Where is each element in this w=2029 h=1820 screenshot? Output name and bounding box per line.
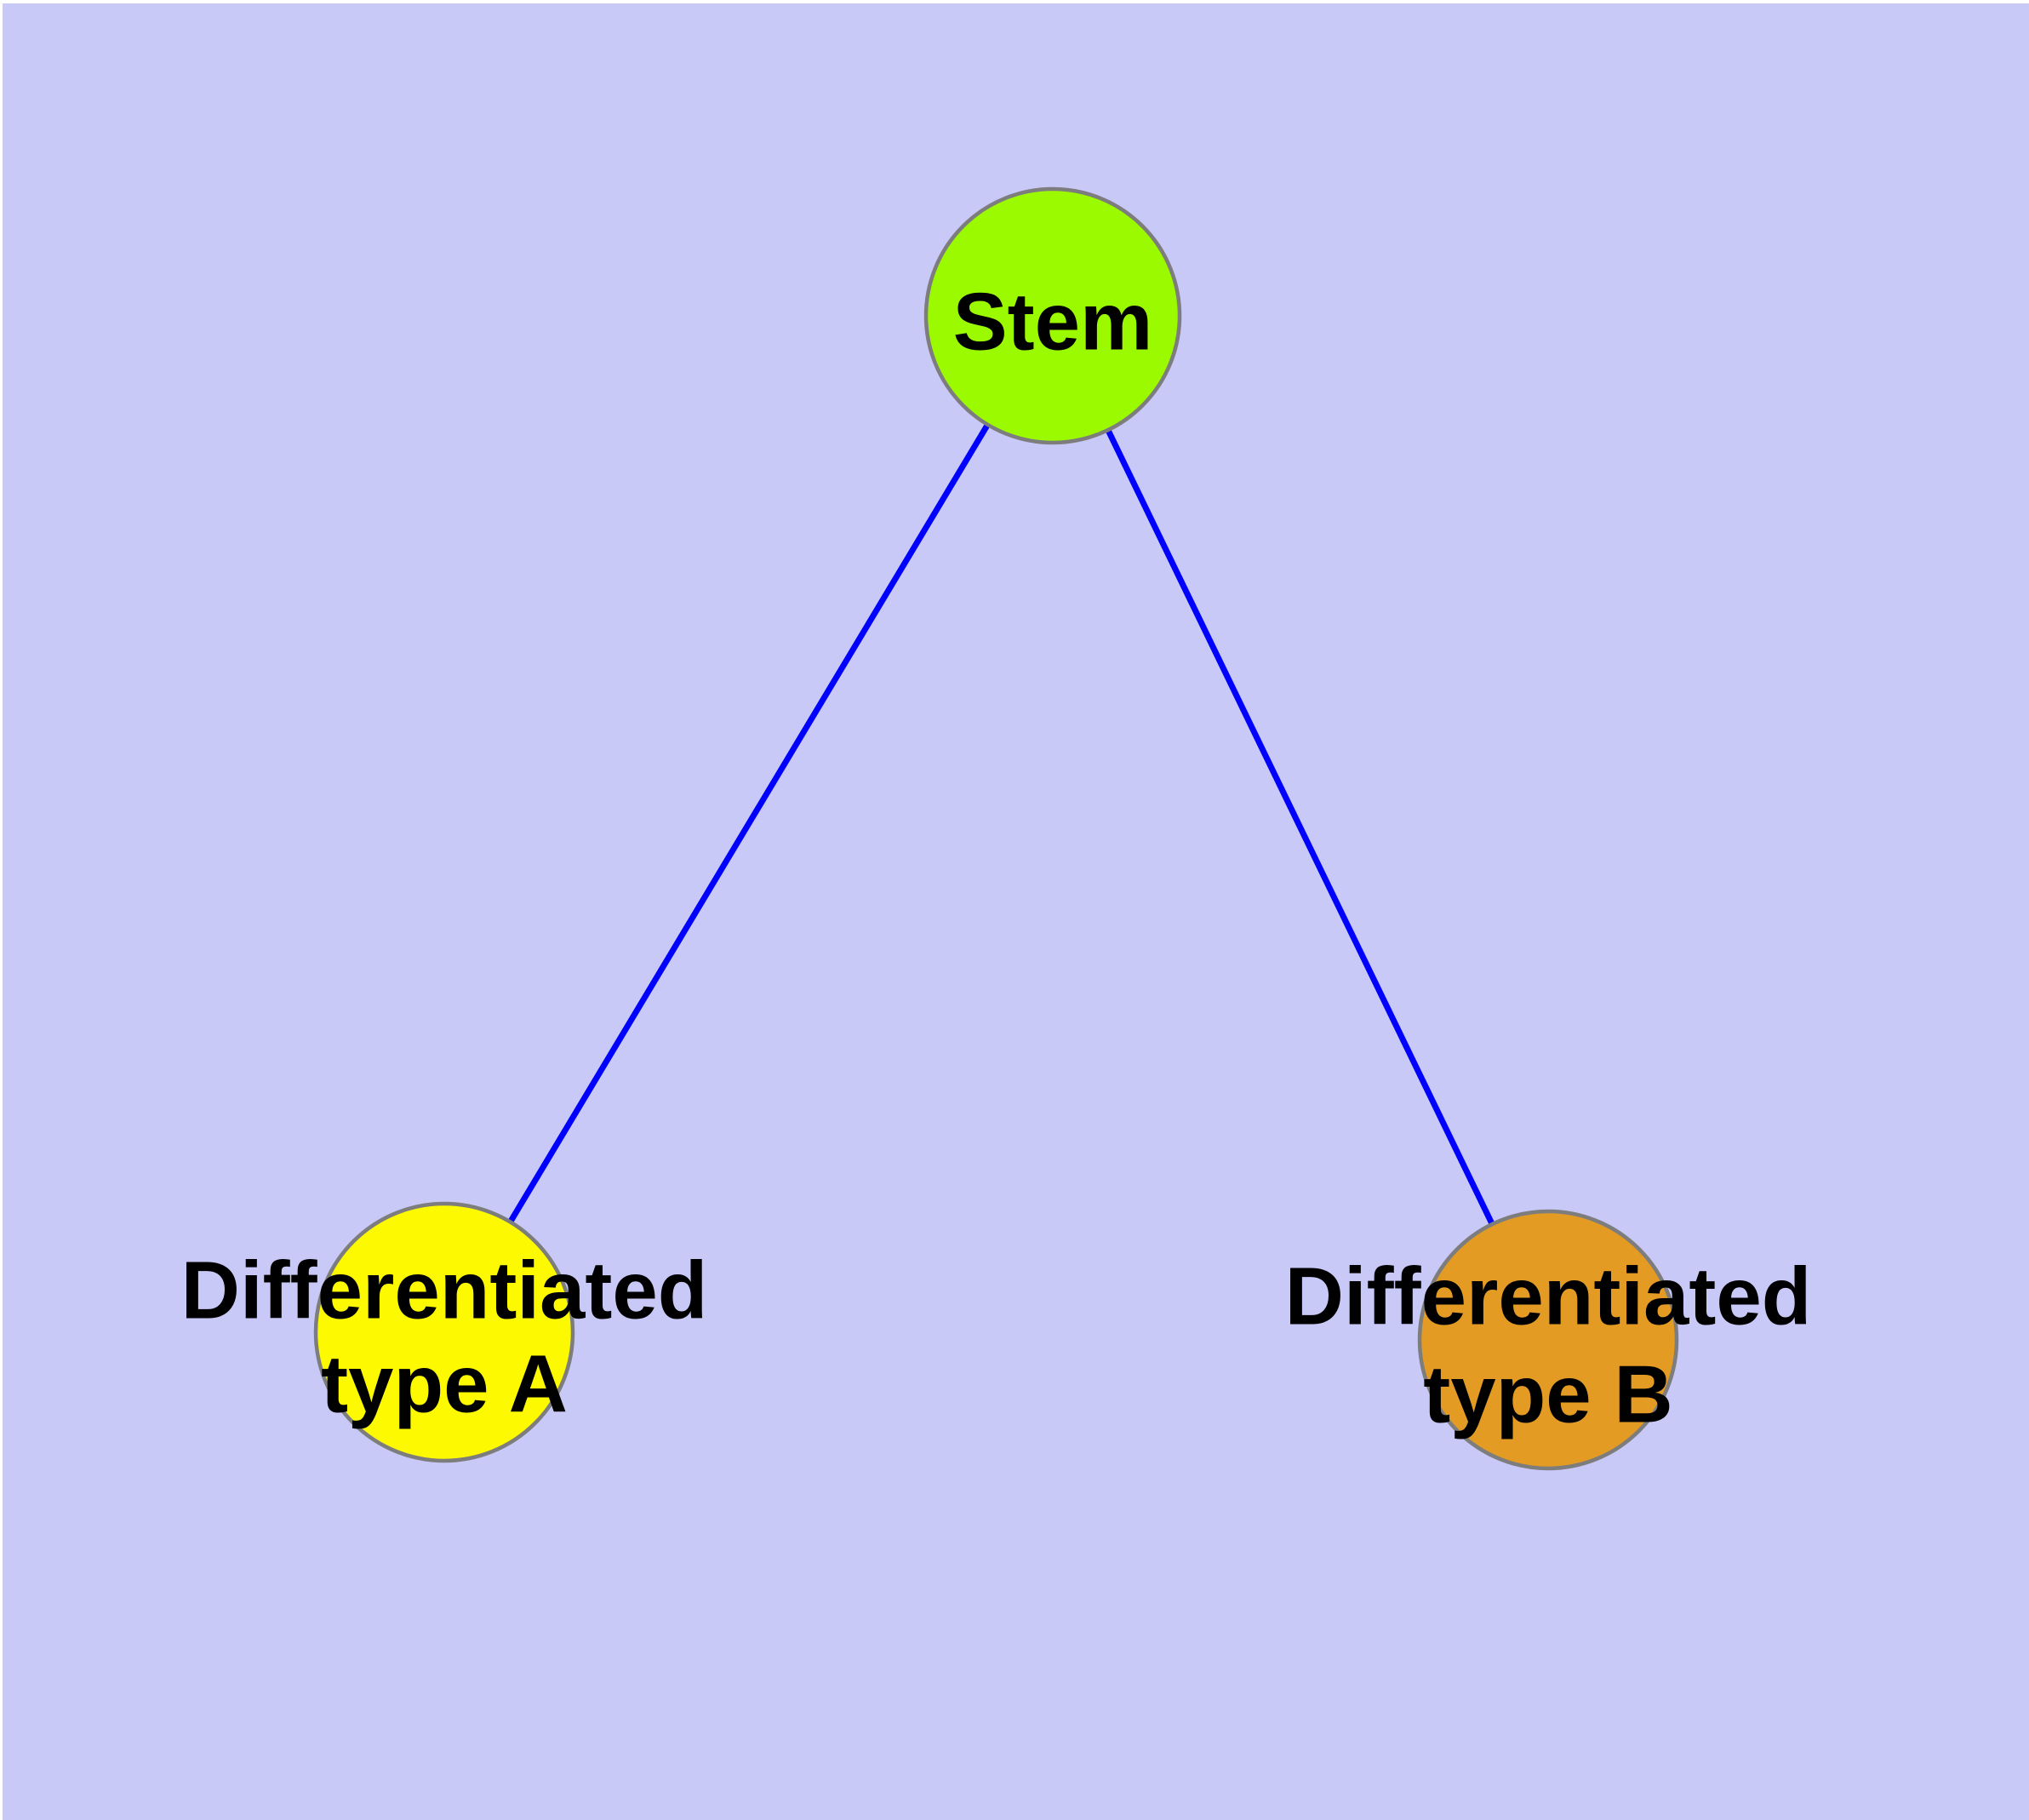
node-layer: Stem Differentiated type A Differentiate… xyxy=(181,186,1812,1471)
node-stem-circle xyxy=(923,186,1182,445)
node-type-a-label-line2: type A xyxy=(321,1339,568,1430)
node-type-b-label-line2: type B xyxy=(1423,1349,1672,1440)
node-type-b-label-line1: Differentiated xyxy=(1285,1251,1812,1342)
node-type-a-circle xyxy=(313,1201,575,1463)
node-type-a-label-line1: Differentiated xyxy=(181,1245,708,1336)
node-type-b-circle xyxy=(1417,1209,1679,1471)
edge-layer xyxy=(441,314,1552,1342)
edge-stem-to-type-b xyxy=(1049,314,1552,1342)
node-stem-label: Stem xyxy=(953,277,1153,368)
edge-stem-to-type-a xyxy=(441,314,1056,1334)
